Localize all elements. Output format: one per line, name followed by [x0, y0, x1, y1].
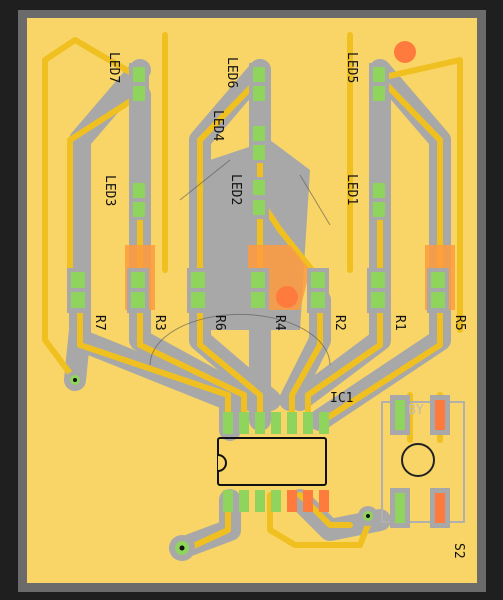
led3-footprint	[129, 180, 149, 220]
r6-footprint	[187, 268, 209, 313]
label-led5: LED5	[344, 52, 359, 83]
label-led4: LED4	[210, 110, 225, 141]
label-r7: R7	[92, 315, 107, 331]
label-led6: LED6	[224, 57, 239, 88]
led7-footprint	[129, 63, 149, 105]
r3-footprint	[127, 268, 149, 313]
label-led3: LED3	[102, 175, 117, 206]
label-led1: LED1	[344, 174, 359, 205]
r2-footprint	[307, 268, 329, 313]
label-r3: R3	[152, 315, 167, 331]
r7-footprint	[67, 268, 89, 313]
via-top-right	[394, 41, 416, 63]
silkscreen-labels: LED7 LED6 LED4 LED5 LED3 LED2 LED1 R7 R3…	[92, 52, 467, 559]
switch-s2[interactable]	[381, 395, 465, 528]
resistor-footprints[interactable]	[67, 268, 449, 313]
label-r4: R4	[272, 315, 287, 331]
led1-footprint	[369, 180, 389, 220]
led5-footprint	[369, 63, 389, 105]
ic1-pins	[223, 412, 329, 512]
r1-footprint	[367, 268, 389, 313]
led-footprints[interactable]	[129, 63, 389, 220]
led4-footprint	[249, 123, 269, 163]
label-r6: R6	[212, 315, 227, 331]
led6-footprint	[249, 63, 269, 105]
r5-footprint	[427, 268, 449, 313]
label-r2: R2	[332, 315, 347, 331]
label-led7: LED7	[106, 52, 121, 83]
r4-footprint	[247, 268, 269, 313]
led2-footprint	[249, 177, 269, 219]
label-r1: R1	[392, 315, 407, 331]
label-r5: R5	[452, 315, 467, 331]
label-s2: S2	[451, 543, 466, 559]
label-ic1: IC1	[330, 391, 353, 406]
via-center	[276, 286, 298, 308]
vias[interactable]	[66, 41, 416, 561]
ic1-outline[interactable]	[217, 437, 327, 486]
label-led2: LED2	[228, 174, 243, 205]
guide-lines	[149, 159, 331, 366]
label-by: BY	[408, 403, 424, 418]
